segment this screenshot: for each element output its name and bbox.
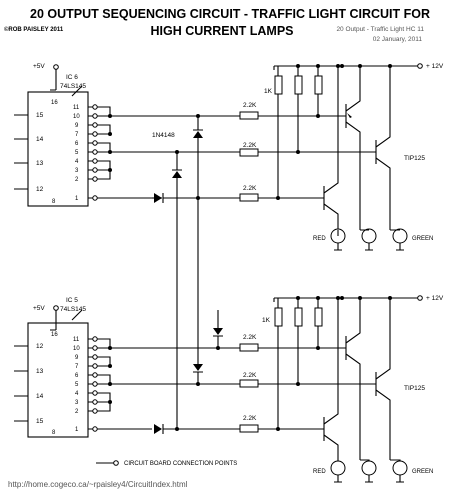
footer-url: http://home.cogeco.ca/~rpaisley4/Circuit…	[8, 480, 188, 489]
svg-text:9: 9	[75, 123, 79, 129]
title-line-1: 20 OUTPUT SEQUENCING CIRCUIT - TRAFFIC L…	[30, 7, 430, 21]
date-stamp: 02 January, 2011	[373, 36, 423, 43]
bottom-ic-part: 74LS145	[60, 306, 86, 313]
bottom-supply-5v-label: +5V	[33, 305, 45, 312]
top-transistor-3	[323, 64, 340, 230]
top-transistor-1	[345, 64, 362, 230]
svg-text:5: 5	[75, 382, 79, 388]
bottom-ic-name: IC 5	[66, 297, 78, 304]
svg-text:16: 16	[51, 332, 58, 338]
bottom-transistor-3	[323, 296, 340, 460]
bottom-transistor-1	[345, 296, 362, 460]
svg-text:6: 6	[75, 141, 79, 147]
top-ic-name: IC 6	[66, 74, 78, 81]
bottom-diode-a	[213, 310, 223, 350]
top-diode-1n4148-b	[172, 150, 182, 230]
bottom-circuit: +5V IC 5 74LS145 16 8 12 13 14 15 11 10 …	[14, 230, 444, 483]
svg-text:1K: 1K	[264, 88, 273, 95]
top-transistor-label: TIP125	[404, 155, 425, 162]
svg-text:6: 6	[75, 373, 79, 379]
svg-text:12: 12	[36, 343, 44, 350]
title-line-2: HIGH CURRENT LAMPS	[150, 24, 293, 38]
svg-text:2.2K: 2.2K	[243, 334, 257, 341]
bottom-transistor-label: TIP125	[404, 385, 425, 392]
top-supply-12v-label: + 12V	[426, 63, 444, 70]
svg-text:9: 9	[75, 355, 79, 361]
svg-text:11: 11	[73, 337, 80, 343]
top-ic-pin8: 8	[52, 199, 56, 205]
svg-text:8: 8	[52, 430, 56, 436]
bottom-ic-output-connection-points	[88, 336, 112, 432]
top-circuit: +5V IC 6 74LS145 16 8 15 14 13 12 11 10 …	[14, 63, 444, 251]
author-credit: ©ROB PAISLEY 2011	[4, 26, 64, 33]
svg-text:11: 11	[73, 105, 80, 111]
svg-text:12: 12	[36, 186, 44, 193]
svg-text:10: 10	[73, 346, 80, 352]
top-supply-5v-label: +5V	[33, 63, 45, 70]
legend-label: CIRCUIT BOARD CONNECTION POINTS	[124, 461, 237, 467]
svg-text:7: 7	[75, 364, 79, 370]
top-5v-connection-point	[53, 64, 59, 70]
bottom-ic-output-pin-numbers: 11 10 9 7 6 5 4 3 2 1	[73, 337, 80, 433]
svg-text:2.2K: 2.2K	[243, 102, 257, 109]
top-ic-input-pins: 15 14 13 12	[14, 112, 44, 193]
file-reference: 20 Output - Traffic Light HC 11	[336, 26, 424, 33]
top-ic-body	[27, 91, 89, 207]
svg-text:15: 15	[36, 112, 44, 119]
svg-text:1: 1	[75, 196, 79, 202]
bottom-transistor-2: TIP125	[375, 296, 425, 460]
svg-text:5: 5	[75, 150, 79, 156]
bottom-supply-12v-label: + 12V	[426, 295, 444, 302]
svg-text:1: 1	[75, 427, 79, 433]
top-ic-output-connection-points	[88, 104, 112, 201]
top-ic-pointer	[71, 85, 83, 97]
svg-text:2.2K: 2.2K	[243, 142, 257, 149]
svg-text:2.2K: 2.2K	[243, 415, 257, 422]
svg-text:14: 14	[36, 136, 44, 143]
svg-text:7: 7	[75, 132, 79, 138]
svg-text:3: 3	[75, 400, 79, 406]
svg-text:1K: 1K	[262, 317, 271, 324]
svg-text:13: 13	[36, 368, 44, 375]
top-diode-1n4148-a	[193, 114, 203, 230]
bottom-collector-resistors: + 12V 1K	[262, 295, 444, 431]
top-input-diode	[154, 193, 240, 203]
svg-text:2.2K: 2.2K	[243, 185, 257, 192]
bottom-lamp-red-label: RED	[313, 469, 326, 475]
top-ic-pin16: 16	[51, 100, 58, 106]
svg-text:14: 14	[36, 393, 44, 400]
svg-text:10: 10	[73, 114, 80, 120]
bottom-ic-body	[27, 322, 89, 438]
top-diode-label: 1N4148	[152, 132, 175, 139]
bottom-input-diode	[154, 424, 240, 434]
legend: CIRCUIT BOARD CONNECTION POINTS	[96, 460, 237, 467]
bottom-diode-b	[193, 348, 203, 386]
bottom-bus-wires	[97, 347, 240, 430]
svg-text:15: 15	[36, 418, 44, 425]
top-lamp-green-label: GREEN	[412, 236, 433, 242]
top-lamp-red-label: RED	[313, 236, 326, 242]
top-ic-part: 74LS145	[60, 83, 86, 90]
bottom-lamp-green-label: GREEN	[412, 469, 433, 475]
top-transistor-2: TIP125	[375, 64, 425, 230]
top-bus-wires	[97, 115, 240, 199]
top-ic-output-pin-numbers: 11 10 9 7 6 5 4 3 2 1	[73, 105, 80, 202]
top-collector-resistors: + 12V 1K	[264, 63, 444, 200]
svg-text:2.2K: 2.2K	[243, 372, 257, 379]
svg-text:4: 4	[75, 159, 79, 165]
top-base-resistors: 2.2K 2.2K 2.2K	[239, 102, 376, 202]
bottom-base-resistors: 2.2K 2.2K 2.2K	[239, 334, 376, 433]
svg-text:2: 2	[75, 177, 79, 183]
top-lamps: RED GREEN	[313, 228, 433, 251]
top-5v-wire	[50, 69, 57, 91]
bottom-lamps: RED GREEN	[313, 459, 433, 483]
svg-text:2: 2	[75, 409, 79, 415]
svg-text:4: 4	[75, 391, 79, 397]
bottom-ic-input-pins: 12 13 14 15	[14, 343, 44, 425]
svg-text:13: 13	[36, 160, 44, 167]
svg-text:3: 3	[75, 168, 79, 174]
cross-link-wires	[176, 230, 199, 429]
